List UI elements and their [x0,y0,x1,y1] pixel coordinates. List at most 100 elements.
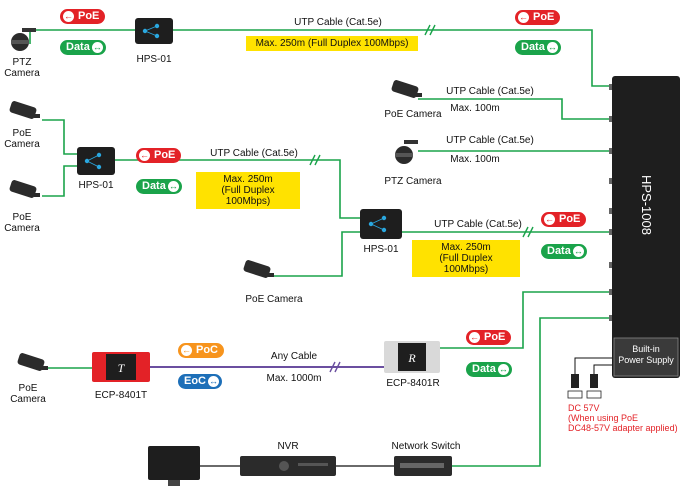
port [609,289,612,295]
data-badge-label: Data [66,41,90,53]
top-spec-box: Max. 250m (Full Duplex 100Mbps) [246,36,418,51]
arrow-left-icon: ← [544,214,555,225]
port [609,208,612,214]
camera-body [9,180,37,198]
data-badge: Data↔ [136,179,182,194]
ecp8401r-unit: R [384,341,440,373]
port [609,229,612,235]
link-switch-hps1008 [452,317,612,467]
hps01-label: HPS-01 [363,244,399,255]
bidirectional-arrow-icon: ↔ [167,181,179,192]
camera-arm [416,93,422,97]
hps01-label: HPS-01 [136,54,172,65]
eoc-cable-label: Any Cable [270,351,318,362]
bidirectional-arrow-icon: ↔ [572,246,584,257]
monitor-stand [168,480,180,486]
ptz-mount [404,140,418,144]
hps01-body [360,209,402,239]
ptz-camera-icon [395,140,418,164]
camera-arm [34,193,40,197]
poe-badge: ← PoE [60,9,106,24]
camera-arm [42,366,48,370]
poe-camera-label: PoE Camera [10,383,46,405]
camera-arm [268,273,274,277]
bidirectional-arrow-icon: ↔ [208,376,219,387]
poe-badge: ← PoE [541,212,587,227]
break-mark-top [424,24,436,36]
port [609,148,612,154]
arrow-left-icon: ← [518,12,529,23]
ptz2-cable-label: UTP Cable (Cat.5e) [446,135,534,146]
psu-panel [613,337,679,377]
monitor-screen [148,446,200,480]
power-note: DC 57V (When using PoE DC48-57V adapter … [568,403,678,433]
power-line-a [574,357,612,374]
poe-camera-label: PoE Camera [245,294,303,305]
poe-camera-icon [9,180,40,198]
psu-label: Built-in Power Supply [618,344,674,365]
data-badge: Data↔ [466,362,512,377]
ecp8401r-label: ECP-8401R [386,378,440,389]
upper-cam-spec-label: Max. 100m [450,103,500,114]
ecp-face [106,354,136,380]
ecp-face [398,343,426,371]
switch-ports [400,463,444,468]
data-badge-label: Data [472,363,496,375]
poe-camera-icon [17,353,48,371]
utp-links [29,29,612,467]
ecp-mark: R [407,351,416,365]
ptz2-spec-label: Max. 100m [450,154,500,165]
poe-badge-label: PoE [533,11,555,23]
hps01-label: HPS-01 [78,180,114,191]
hps01-mid-unit [360,209,402,239]
ptz-camera-icon [11,28,36,51]
adapter-plug-a [571,374,579,388]
poe-badge-label: PoE [78,10,100,22]
hps01-trace [370,217,385,231]
bidirectional-arrow-icon: ↔ [546,42,558,53]
poe-badge: ← PoE [515,10,561,25]
ptz-camera-label: PTZ Camera [4,57,40,79]
poe-camera-label: PoE Camera [4,128,40,150]
poe-badge-label: PoE [559,213,581,225]
left-spec-box: Max. 250m (Full Duplex 100Mbps) [196,172,300,209]
link-poecammid-hps01mid [266,231,360,277]
power-adapter-icon [567,374,602,399]
ecp-mark: T [118,361,126,375]
hps01-top-unit [135,18,173,44]
bidirectional-arrow-icon: ↔ [497,364,509,375]
port [609,315,612,321]
power-line-b [593,364,612,374]
upper-cam-cable-label: UTP Cable (Cat.5e) [446,86,534,97]
nvr-dial [279,461,289,471]
poe-badge: ← PoE [136,148,182,163]
port [609,178,612,184]
data-badge-label: Data [521,41,545,53]
link-poecamA-hps01left [42,119,78,155]
poe-badge-label: PoE [484,331,506,343]
link-poecamB-hps01left [42,165,78,197]
camera-arm [34,114,40,118]
hps01-body [135,18,173,44]
link-poecam-hps1008 [418,98,612,120]
hps1008-label: HPS-1008 [639,175,654,235]
camera-body [17,353,45,371]
poe-camera-label: PoE Camera [384,109,442,120]
data-badge: Data↔ [60,40,106,55]
arrow-left-icon: ← [63,11,74,22]
port [609,116,612,122]
eoc-badge: EoC↔ [178,374,222,389]
camera-body [391,80,419,98]
monitor-icon [148,446,200,486]
poe-camera-icon [243,260,274,278]
poc-badge-label: PoC [196,344,218,356]
poe-badge-label: PoE [154,149,176,161]
hps1008-ports [609,84,612,321]
break-marks [309,24,534,238]
break-mark-eoc [329,361,341,373]
arrow-left-icon: ← [139,150,150,161]
mid-spec-box: Max. 250m (Full Duplex 100Mbps) [412,240,520,277]
ecp8401t-unit: T [92,352,150,382]
poc-badge: ←PoC [178,343,224,358]
ptz-base [11,40,29,44]
